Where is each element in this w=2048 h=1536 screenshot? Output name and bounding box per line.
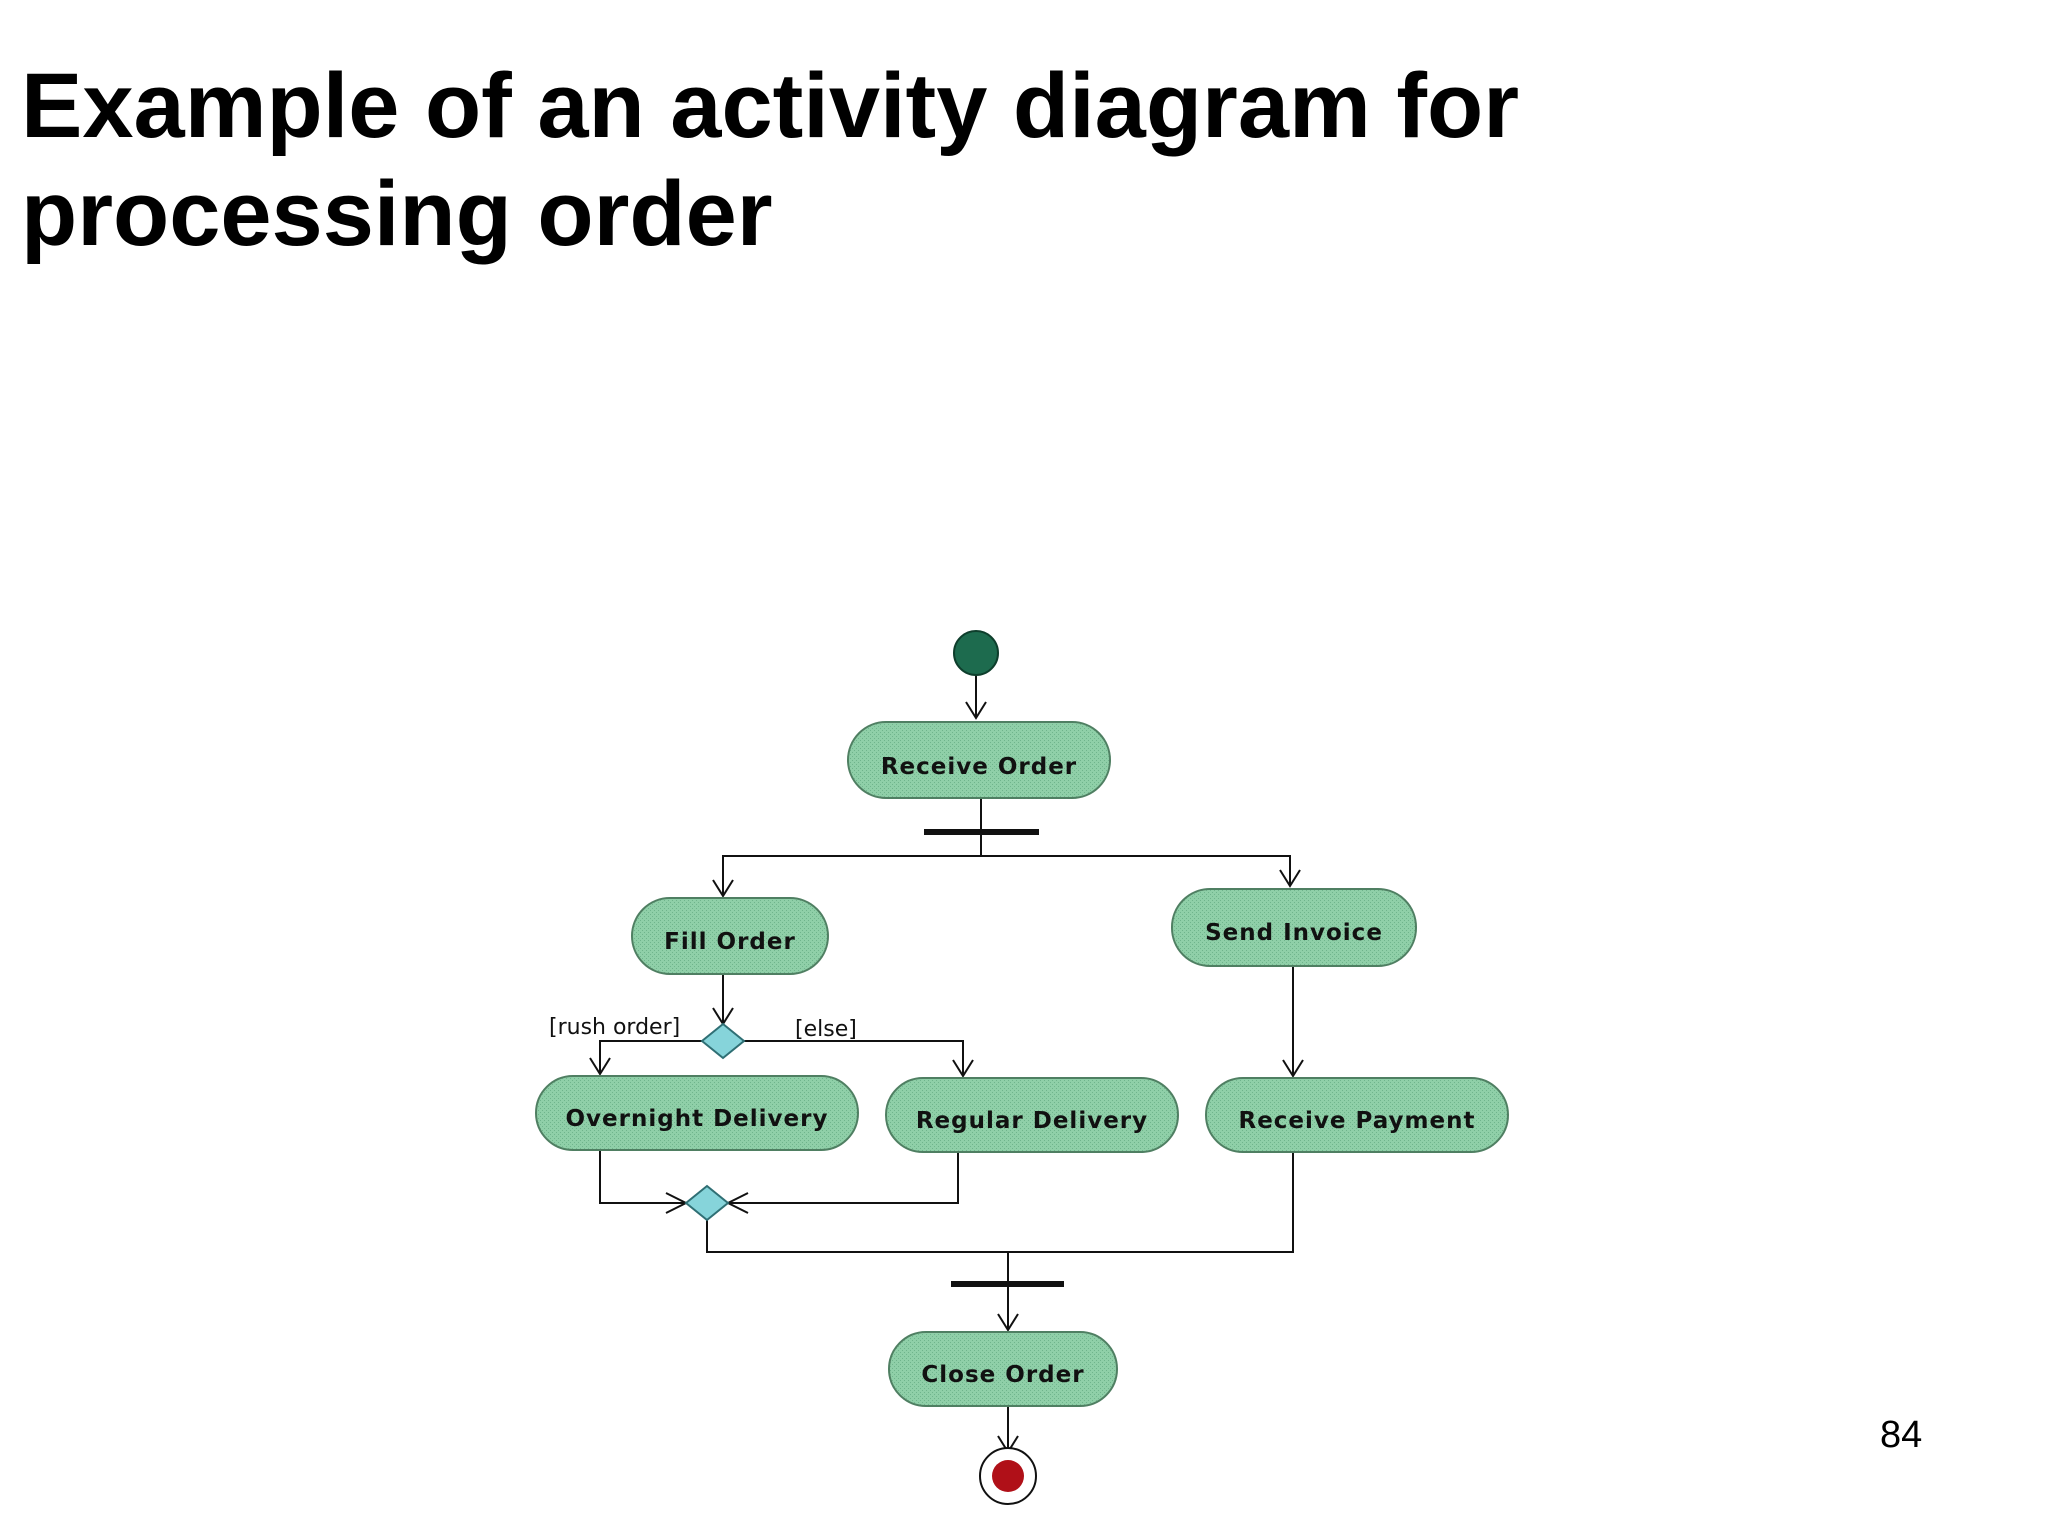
- initial-node: [953, 630, 999, 676]
- arrowhead: [965, 701, 987, 720]
- guard-rush-order: [rush order]: [549, 1015, 680, 1040]
- join-bar: [951, 1281, 1064, 1287]
- arrowhead: [997, 1313, 1019, 1332]
- decision-diamond: [700, 1022, 746, 1060]
- flow-fork-to-send-invoice: [981, 855, 1291, 886]
- activity-label: Send Invoice: [1205, 920, 1383, 946]
- page-number: 84: [1880, 1414, 1923, 1456]
- activity-label: Fill Order: [664, 929, 796, 955]
- activity-receive-order: Receive Order: [847, 721, 1111, 799]
- activity-regular-delivery: Regular Delivery: [885, 1077, 1179, 1153]
- activity-label: Receive Order: [881, 754, 1077, 780]
- slide-title: Example of an activity diagram for proce…: [21, 55, 1520, 265]
- connectors: [589, 672, 1304, 1454]
- arrowhead: [1279, 869, 1301, 888]
- flow-receive-payment-to-join: [1008, 1150, 1294, 1253]
- activity-label: Receive Payment: [1238, 1108, 1475, 1134]
- arrowhead: [952, 1059, 974, 1078]
- activity-receive-payment: Receive Payment: [1205, 1077, 1509, 1153]
- arrowhead: [712, 879, 734, 898]
- fork-bar: [924, 829, 1039, 835]
- activity-label: Overnight Delivery: [566, 1106, 829, 1132]
- activity-send-invoice: Send Invoice: [1171, 888, 1417, 967]
- activity-label: Close Order: [921, 1362, 1084, 1388]
- flow-overnight-to-merge: [599, 1150, 686, 1204]
- flow-merge-to-join: [706, 1220, 1008, 1253]
- activity-fill-order: Fill Order: [631, 897, 829, 975]
- activity-overnight-delivery: Overnight Delivery: [535, 1075, 859, 1151]
- arrowhead: [1282, 1059, 1304, 1078]
- flow-regular-to-merge: [728, 1150, 959, 1204]
- flow-decision-to-regular: [744, 1040, 964, 1076]
- flow-decision-to-overnight: [599, 1040, 702, 1074]
- final-node: [979, 1447, 1037, 1505]
- merge-diamond: [684, 1184, 730, 1222]
- activity-close-order: Close Order: [888, 1331, 1118, 1407]
- flow-fork-to-fill-order: [722, 855, 981, 896]
- activity-label: Regular Delivery: [916, 1108, 1148, 1134]
- arrowhead: [589, 1057, 611, 1076]
- guard-else: [else]: [795, 1017, 857, 1042]
